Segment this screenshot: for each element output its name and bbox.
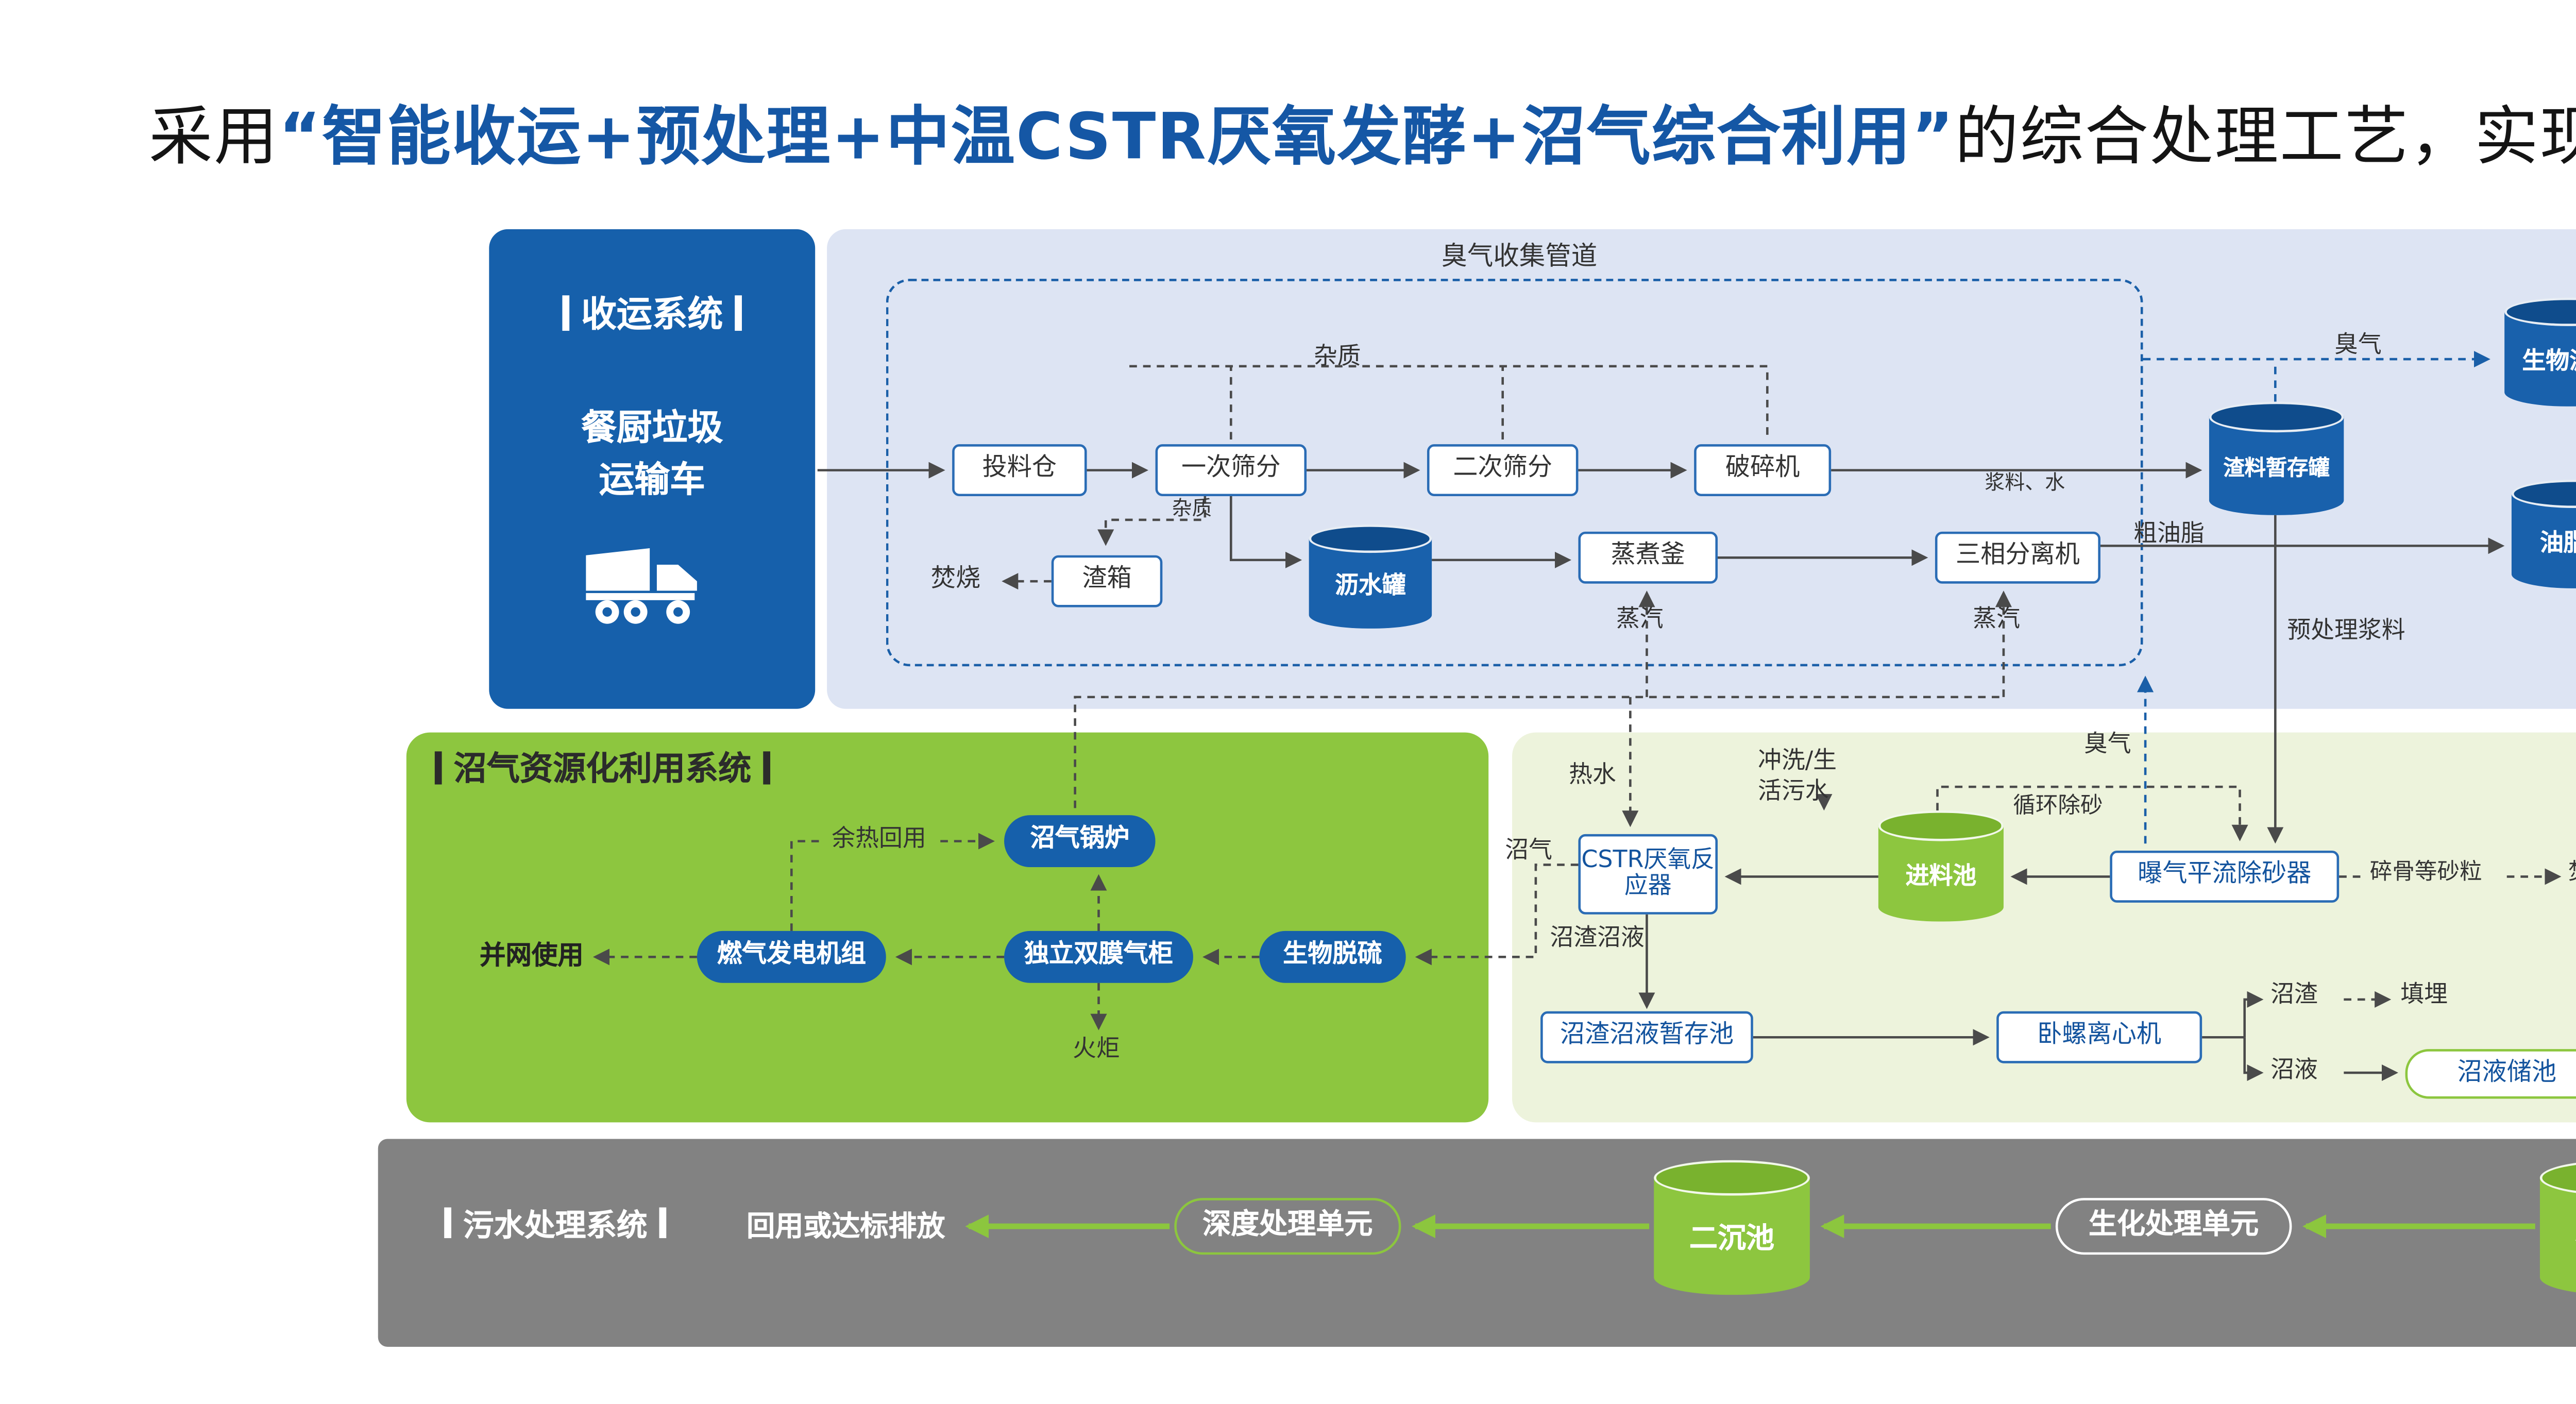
- node-grease-tank: 油脂罐: [2511, 479, 2576, 588]
- biogas-system-label-text: 沼气资源化利用系统: [453, 751, 752, 789]
- label-hot-water: 热水: [1569, 763, 1616, 789]
- node-sand-remover: 曝气平流除砂器: [2110, 850, 2340, 903]
- collection-system-label: 收运系统: [562, 288, 742, 337]
- label-slurry-water: 浆料、水: [1985, 472, 2065, 497]
- wastewater-panel: [378, 1139, 2576, 1347]
- wastewater-system-label: 污水处理系统: [444, 1200, 666, 1245]
- vehicle-label: 餐厨垃圾运输车: [581, 406, 723, 501]
- node-feed-bin: 投料仓: [952, 444, 1087, 497]
- title-suffix: 的综合处理工艺，实现餐厨垃圾的无害化处理及资源化利用。: [1955, 102, 2576, 175]
- title-highlight: “智能收运+预处理+中温CSTR厌氧发酵+沼气综合利用”: [279, 102, 1955, 175]
- drain-tank-label: 沥水罐: [1335, 575, 1406, 601]
- label-steam-kettle: 蒸汽: [1616, 607, 1664, 634]
- node-liquid-storage-pool: 沼液储池: [2405, 1049, 2576, 1099]
- node-slag-storage-tank: 渣料暂存罐: [2209, 401, 2344, 515]
- node-slag-box: 渣箱: [1051, 555, 1163, 607]
- label-heat-reuse: 余热回用: [832, 827, 926, 853]
- node-biochemical-unit: 生化处理单元: [2055, 1198, 2292, 1255]
- odor-pipeline-label: 臭气收集管道: [1441, 241, 1598, 272]
- label-landfill: 填埋: [2400, 983, 2448, 1009]
- label-impurity-top: 杂质: [1313, 345, 1361, 371]
- label-burn-or-fertilizer: 焚烧或制作有机肥: [2568, 860, 2576, 888]
- odor-collection-boundary: [886, 279, 2143, 667]
- title-prefix: 采用: [148, 102, 279, 175]
- node-gas-generator: 燃气发电机组: [697, 931, 886, 983]
- collection-system-label-text: 收运系统: [581, 293, 723, 336]
- label-pretreated-slurry: 预处理浆料: [2287, 619, 2405, 645]
- label-flare: 火炬: [1073, 1037, 1120, 1063]
- slag-storage-tank-label: 渣料暂存罐: [2223, 457, 2330, 481]
- truck-icon: [586, 548, 697, 624]
- node-biofilter: 生物滤池: [2504, 297, 2576, 407]
- label-residue-liquid: 沼渣沼液: [1550, 926, 1645, 953]
- biofilter-label: 生物滤池: [2522, 350, 2576, 377]
- collection-system-panel: 收运系统 餐厨垃圾运输车: [489, 229, 816, 709]
- node-advanced-treatment-unit: 深度处理单元: [1174, 1198, 1401, 1255]
- secondary-sedimentation-label: 二沉池: [1689, 1221, 1775, 1254]
- label-reuse-or-discharge: 回用或达标排放: [747, 1210, 945, 1243]
- biogas-system-label: 沼气资源化利用系统: [435, 745, 770, 792]
- label-incineration: 焚烧: [930, 565, 981, 594]
- node-primary-screen: 一次筛分: [1155, 444, 1307, 497]
- node-bio-desulfurization: 生物脱硫: [1259, 931, 1406, 983]
- label-circulating-sand: 循环除砂: [2013, 793, 2103, 820]
- node-biogas-boiler: 沼气锅炉: [1004, 815, 1156, 868]
- label-odor-to-biofilter: 臭气: [2334, 333, 2382, 360]
- page-title: 采用“智能收运+预处理+中温CSTR厌氧发酵+沼气综合利用”的综合处理工艺，实现…: [149, 85, 2576, 177]
- label-bone-sand: 碎骨等砂粒: [2369, 860, 2482, 886]
- node-cooking-kettle: 蒸煮釜: [1578, 531, 1718, 584]
- grease-tank-label: 油脂罐: [2539, 533, 2576, 559]
- label-odor-anaerobic: 臭气: [2083, 732, 2131, 759]
- node-secondary-sedimentation-pool: 二沉池: [1654, 1160, 1810, 1295]
- label-residue: 沼渣: [2270, 983, 2318, 1009]
- node-drain-tank: 沥水罐: [1309, 525, 1432, 629]
- node-crusher: 破碎机: [1694, 444, 1832, 497]
- label-biogas: 沼气: [1505, 839, 1553, 865]
- label-steam-separator: 蒸汽: [1973, 607, 2021, 634]
- node-residue-liquid-storage: 沼渣沼液暂存池: [1540, 1011, 1753, 1063]
- feed-pool-label: 进料池: [1905, 865, 1977, 891]
- label-flush-water: 冲洗/生活污水: [1757, 749, 1837, 805]
- node-double-membrane-gas-holder: 独立双膜气柜: [1004, 931, 1193, 983]
- label-liquid: 沼液: [2270, 1058, 2318, 1085]
- label-crude-grease: 粗油脂: [2133, 522, 2205, 548]
- node-secondary-screen: 二次筛分: [1427, 444, 1579, 497]
- node-primary-sedimentation-pool: 初沉池: [2539, 1160, 2576, 1295]
- label-impurity: 杂质: [1172, 498, 1212, 522]
- node-feed-pool: 进料池: [1878, 810, 2004, 922]
- label-grid-use: 并网使用: [479, 940, 584, 971]
- node-decanter-centrifuge: 卧螺离心机: [1996, 1011, 2202, 1063]
- node-cstr-reactor: CSTR厌氧反应器: [1578, 834, 1718, 915]
- node-three-phase-separator: 三相分离机: [1935, 531, 2100, 584]
- wastewater-system-label-text: 污水处理系统: [463, 1210, 648, 1245]
- primary-sedimentation-label: 初沉池: [2540, 1178, 2576, 1295]
